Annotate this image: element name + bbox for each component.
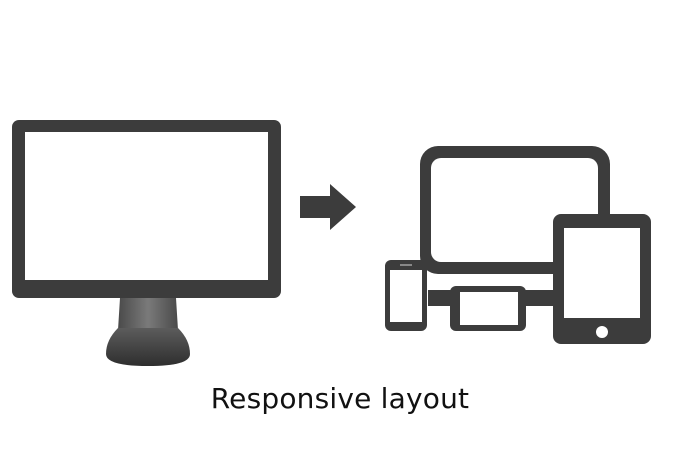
right-arrow-icon (300, 184, 356, 230)
tablet-home-button (596, 326, 608, 338)
phone-icon (385, 260, 427, 331)
tablet-icon (553, 214, 651, 344)
tablet-screen (564, 228, 640, 318)
phone-landscape-icon (450, 286, 526, 331)
phone-speaker (400, 264, 412, 266)
desktop-monitor-icon (12, 120, 281, 366)
phone-screen (390, 270, 422, 322)
monitor-screen (25, 132, 268, 280)
caption-text: Responsive layout (210, 382, 470, 415)
phone-landscape-screen (460, 292, 518, 325)
monitor-stand (118, 298, 178, 330)
monitor-base (106, 328, 190, 366)
